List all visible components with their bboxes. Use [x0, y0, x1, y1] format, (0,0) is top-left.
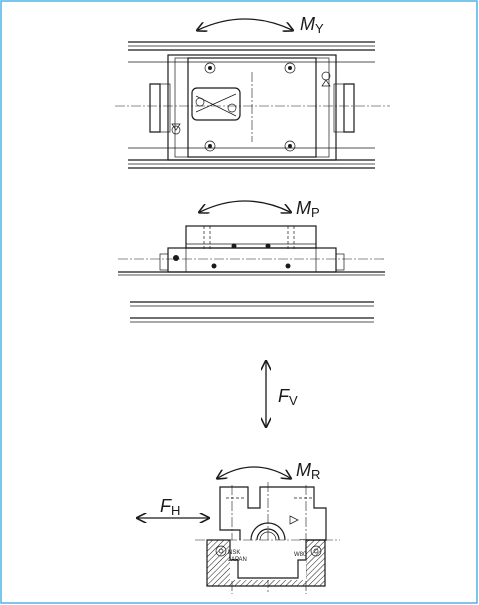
- roll-moment-label: MR: [296, 460, 320, 482]
- pitch-moment-label: MP: [296, 198, 320, 220]
- horizontal-force-label: FH: [160, 496, 180, 518]
- vertical-force-label: FV: [278, 386, 298, 408]
- mounting-hole: [204, 62, 216, 74]
- yaw-moment-arrow: [198, 18, 292, 30]
- mounting-hole: [204, 140, 216, 152]
- maker-mark: NSK: [228, 550, 240, 556]
- front-view: MR FH NSK JAPAN W80: [138, 460, 340, 594]
- top-view: MY: [115, 14, 390, 169]
- mounting-hole: [284, 140, 296, 152]
- pitch-moment-arrow: [200, 200, 290, 212]
- vertical-force-group: FV: [266, 362, 298, 426]
- mounting-hole: [284, 62, 296, 74]
- side-view: MP: [118, 198, 385, 323]
- roll-moment-arrow: [218, 466, 290, 478]
- model-mark: W80: [294, 552, 307, 558]
- origin-mark: JAPAN: [228, 557, 247, 563]
- yaw-moment-label: MY: [300, 14, 324, 36]
